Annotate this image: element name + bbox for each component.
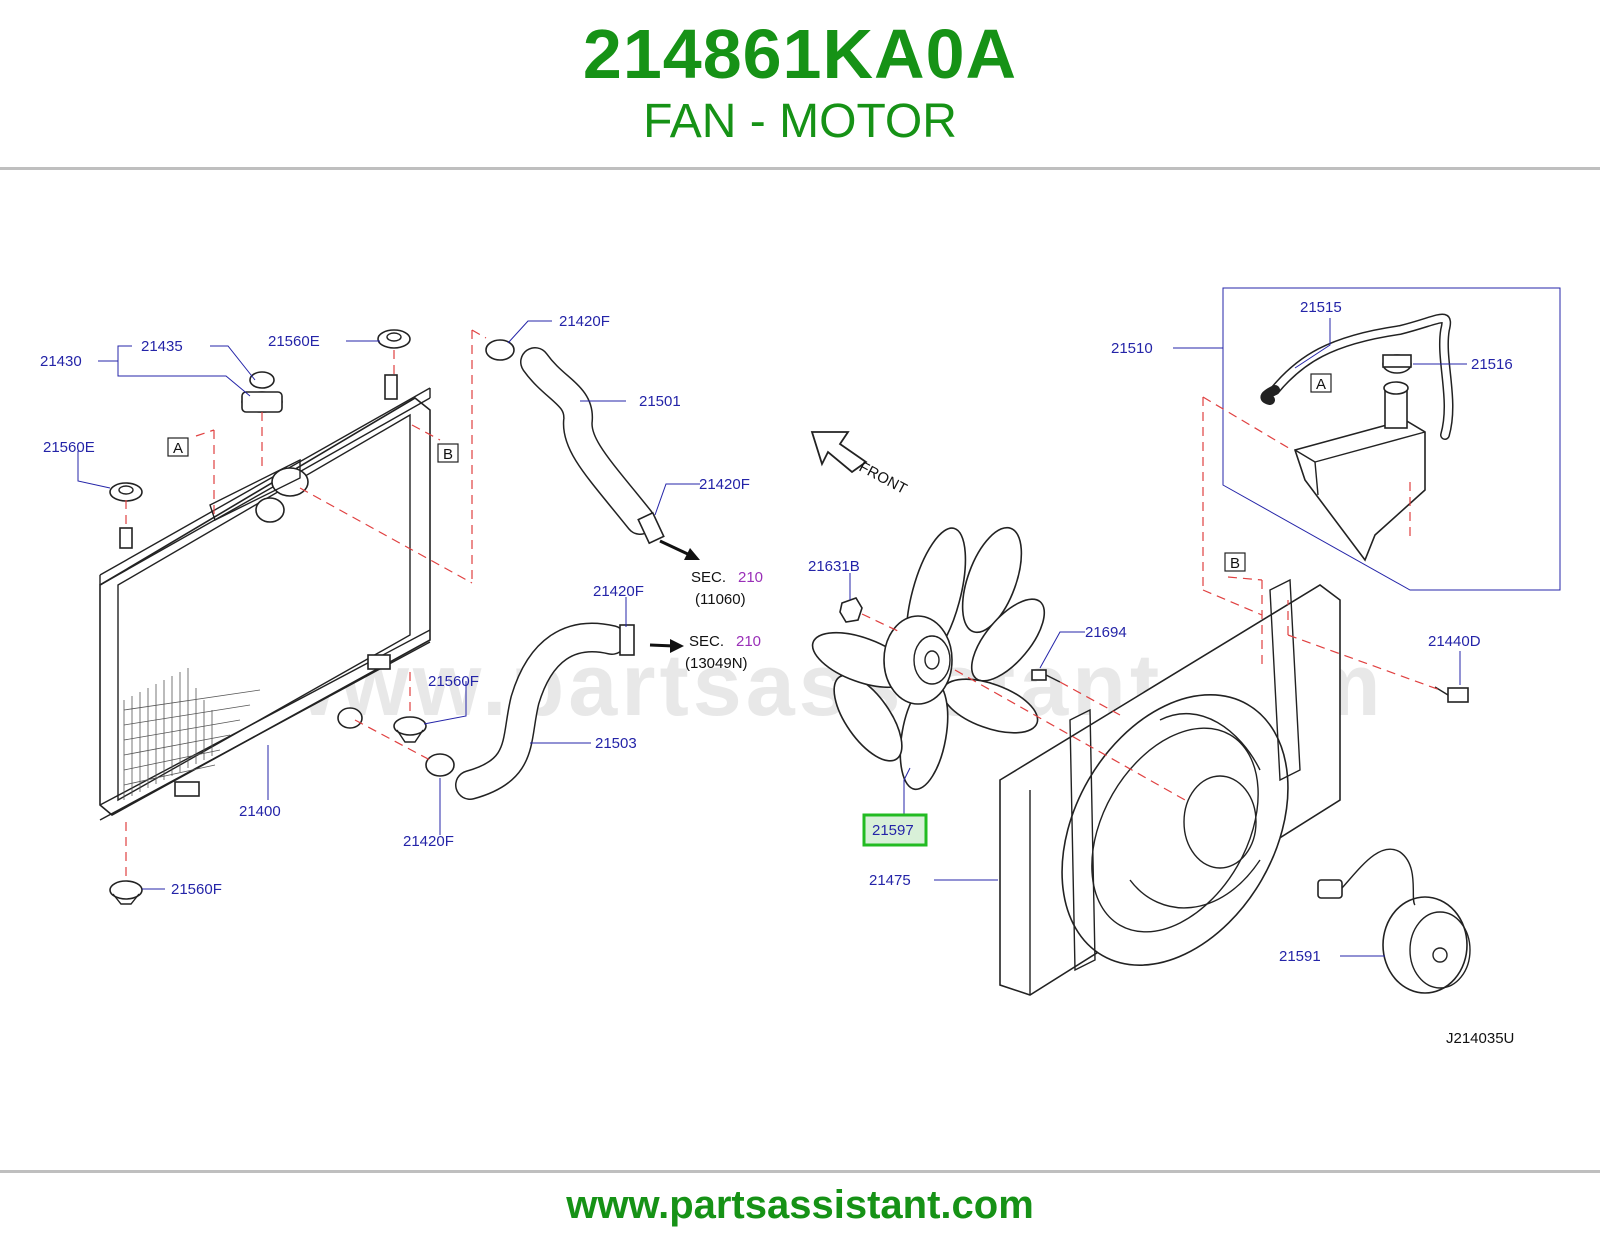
diagram-code: J214035U [1446,1030,1514,1047]
svg-text:A: A [173,440,183,457]
nut-21631b-drawing [839,597,863,623]
callout-21440d[interactable]: 21440D [1428,633,1481,650]
svg-text:210: 210 [738,569,763,586]
callout-21400[interactable]: 21400 [239,803,281,820]
front-arrow: FRONT [810,431,910,498]
svg-text:B: B [443,446,453,463]
mount-21560e-top [377,329,411,349]
callout-21420f-lower-clamp[interactable]: 21420F [593,583,644,600]
front-label: FRONT [856,459,910,498]
callout-21430[interactable]: 21430 [40,353,82,370]
mount-21560f-bot [109,880,143,905]
footer-url[interactable]: www.partsassistant.com [566,1183,1034,1227]
radiator-cap-drawing [241,371,283,413]
callout-21475[interactable]: 21475 [869,872,911,889]
callout-21597[interactable]: 21597 [872,822,914,839]
callout-21420f-bottom[interactable]: 21420F [403,833,454,850]
svg-text:A: A [1316,376,1326,393]
callout-21694[interactable]: 21694 [1085,624,1127,641]
parts-diagram: www.partsassistant.com [40,287,1561,1047]
callout-21560e-left[interactable]: 21560E [43,439,95,456]
svg-text:SEC.: SEC. [691,569,726,586]
callout-21516[interactable]: 21516 [1471,356,1513,373]
callout-21560f-bot[interactable]: 21560F [171,881,222,898]
svg-text:(13049N): (13049N) [685,655,748,672]
callout-21560e-top[interactable]: 21560E [268,333,320,350]
part-name: FAN - MOTOR [643,95,957,148]
mount-21560e-left [109,482,143,502]
svg-text:SEC.: SEC. [689,633,724,650]
bolt-21440d-drawing [1434,686,1469,703]
callout-21560f-mid[interactable]: 21560F [428,673,479,690]
ref-box-a-radiator: A [167,437,189,457]
callout-21510[interactable]: 21510 [1111,340,1153,357]
part-number: 214861KA0A [582,15,1018,93]
radiator-drawing [99,374,431,821]
fan-blade-drawing [811,526,1046,791]
ref-box-a-reservoir: A [1310,373,1332,393]
callout-21515[interactable]: 21515 [1300,299,1342,316]
bolt-21694-drawing [1031,669,1061,683]
callout-21591[interactable]: 21591 [1279,948,1321,965]
upper-hose-drawing [485,339,665,545]
fan-motor-drawing [1317,848,1471,994]
reservoir-tank-drawing [1260,313,1454,562]
callout-21631b[interactable]: 21631B [808,558,860,575]
svg-text:210: 210 [736,633,761,650]
sec-ref-13049n[interactable]: SEC. 210 (13049N) [685,633,761,672]
callout-21435[interactable]: 21435 [141,338,183,355]
callout-21501[interactable]: 21501 [639,393,681,410]
reservoir-box [1222,287,1561,591]
page-header: 214861KA0A FAN - MOTOR [0,0,1600,170]
svg-text:(11060): (11060) [695,591,746,608]
header-divider [0,167,1600,170]
sec-ref-11060[interactable]: SEC. 210 (11060) [691,569,763,608]
highlight-box-21597 [862,813,928,847]
sec-arrows [649,539,700,653]
ref-box-b-radiator: B [437,443,459,463]
callout-21420f-upper[interactable]: 21420F [559,313,610,330]
guide-lines [125,329,1441,880]
leader-lines [77,318,1467,957]
footer-divider [0,1170,1600,1173]
mount-21560f-mid [393,716,427,743]
callout-21420f-upper-clamp[interactable]: 21420F [699,476,750,493]
svg-text:B: B [1230,555,1240,572]
callout-21503[interactable]: 21503 [595,735,637,752]
ref-box-b-shroud: B [1224,552,1246,572]
lower-hose-drawing [425,622,635,800]
